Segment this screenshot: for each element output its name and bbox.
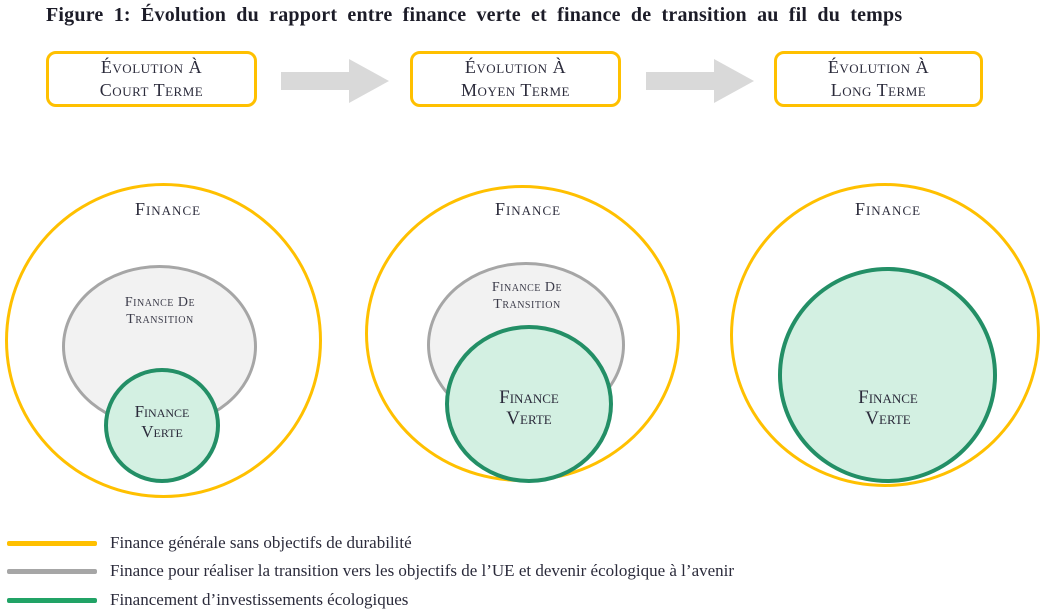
middle-circle-label: Finance De Transition (457, 279, 597, 313)
inner-label-line1: Finance (134, 402, 190, 421)
outer-circle-label: Finance (134, 199, 202, 219)
stage-label-line2: Court Terme (99, 80, 204, 100)
stage-label-line1: Évolution À (827, 57, 930, 77)
inner-circle-label: Finance Verte (464, 387, 594, 429)
inner-label-line2: Verte (506, 408, 552, 429)
legend-swatch-green-line (7, 597, 97, 603)
middle-label-line1: Finance De (491, 280, 563, 295)
stage-box-moyen-terme: Évolution À Moyen Terme (410, 51, 621, 107)
stage-label-line1: Évolution À (100, 57, 203, 77)
legend-item-finance-generale: Finance générale sans objectifs de durab… (7, 533, 412, 552)
arrow-right-icon (646, 59, 754, 103)
middle-label-line2: Transition (126, 312, 194, 327)
verte-inner-circle (445, 325, 613, 483)
inner-label-line1: Finance (858, 387, 918, 408)
inner-circle-label: Finance Verte (823, 387, 953, 429)
outer-circle-label: Finance (494, 199, 562, 219)
legend-label: Finance pour réaliser la transition vers… (110, 561, 735, 580)
stage-label-line2: Long Terme (830, 80, 927, 100)
arrow-right-icon (281, 59, 389, 103)
legend-swatch-yellow-line (7, 540, 97, 546)
middle-label-line2: Transition (493, 297, 561, 312)
verte-inner-circle (778, 267, 997, 483)
finance-outer-circle (730, 183, 1040, 487)
outer-circle-label: Finance (854, 199, 922, 219)
legend-item-financement-ecologique: Financement d’investissements écologique… (7, 590, 409, 609)
inner-label-line2: Verte (865, 408, 911, 429)
inner-label-line1: Finance (499, 387, 559, 408)
middle-circle-label: Finance De Transition (90, 294, 230, 328)
stage-label-line1: Évolution À (464, 57, 567, 77)
finance-outer-circle (5, 183, 322, 498)
inner-circle-label: Finance Verte (97, 402, 227, 442)
verte-inner-circle (104, 368, 220, 483)
legend-item-finance-transition: Finance pour réaliser la transition vers… (7, 561, 735, 580)
figure-title: Figure 1: Évolution du rapport entre fin… (46, 4, 903, 26)
inner-label-line2: Verte (141, 422, 183, 441)
stage-box-long-terme: Évolution À Long Terme (774, 51, 983, 107)
stage-label-line2: Moyen Terme (461, 80, 570, 100)
middle-label-line1: Finance De (124, 295, 196, 310)
legend-swatch-gray-line (7, 568, 97, 574)
stage-box-court-terme: Évolution À Court Terme (46, 51, 257, 107)
legend-label: Financement d’investissements écologique… (110, 590, 409, 609)
legend-label: Finance générale sans objectifs de durab… (110, 533, 412, 552)
